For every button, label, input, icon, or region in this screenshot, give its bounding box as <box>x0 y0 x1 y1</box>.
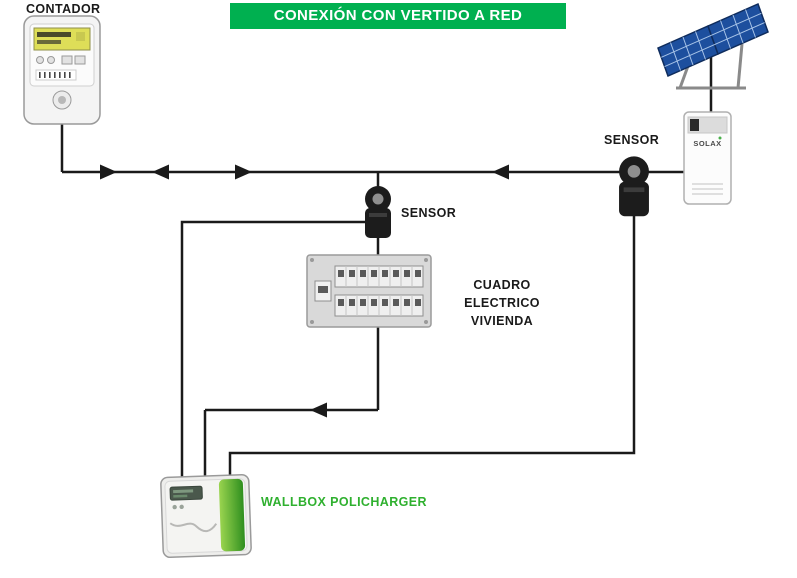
breaker-panel-icon <box>306 254 432 328</box>
inverter-brand-text: SOLAX <box>693 139 721 148</box>
distribution-board-label-line1: CUADRO ELECTRICO <box>464 278 540 311</box>
distribution-board-label-line2: VIVIENDA <box>470 314 534 329</box>
grid-sensor-label: SENSOR <box>604 133 660 147</box>
arrow-left-icon <box>152 164 169 180</box>
arrow-right-icon <box>235 164 252 180</box>
wallbox-label: WALLBOX POLICHARGER <box>261 495 427 509</box>
contador-label: CONTADOR <box>26 2 101 16</box>
wire-house-sensor-cable <box>180 220 370 488</box>
arrow-left-icon <box>492 164 509 180</box>
inverter-logo-icon <box>690 119 699 131</box>
inverter-icon: SOLAX <box>683 111 732 205</box>
arrow-left-icon <box>310 402 327 418</box>
wallbox-green-stripe <box>218 478 246 552</box>
grid-ct-sensor-icon <box>619 156 649 217</box>
wire-grid-sensor-cable <box>228 205 636 488</box>
house-sensor-label: SENSOR <box>401 206 457 220</box>
house-ct-sensor-icon <box>365 186 391 238</box>
utility-meter-icon <box>23 15 101 125</box>
wallbox-icon <box>160 473 252 559</box>
title-banner: CONEXIÓN CON VERTIDO A RED <box>230 3 566 29</box>
distribution-board-label: CUADRO ELECTRICO VIVIENDA <box>435 276 569 330</box>
wallbox-display <box>169 485 203 501</box>
arrow-right-icon <box>100 164 117 180</box>
flow-arrows <box>100 164 509 418</box>
solar-panels-icon <box>657 2 769 90</box>
